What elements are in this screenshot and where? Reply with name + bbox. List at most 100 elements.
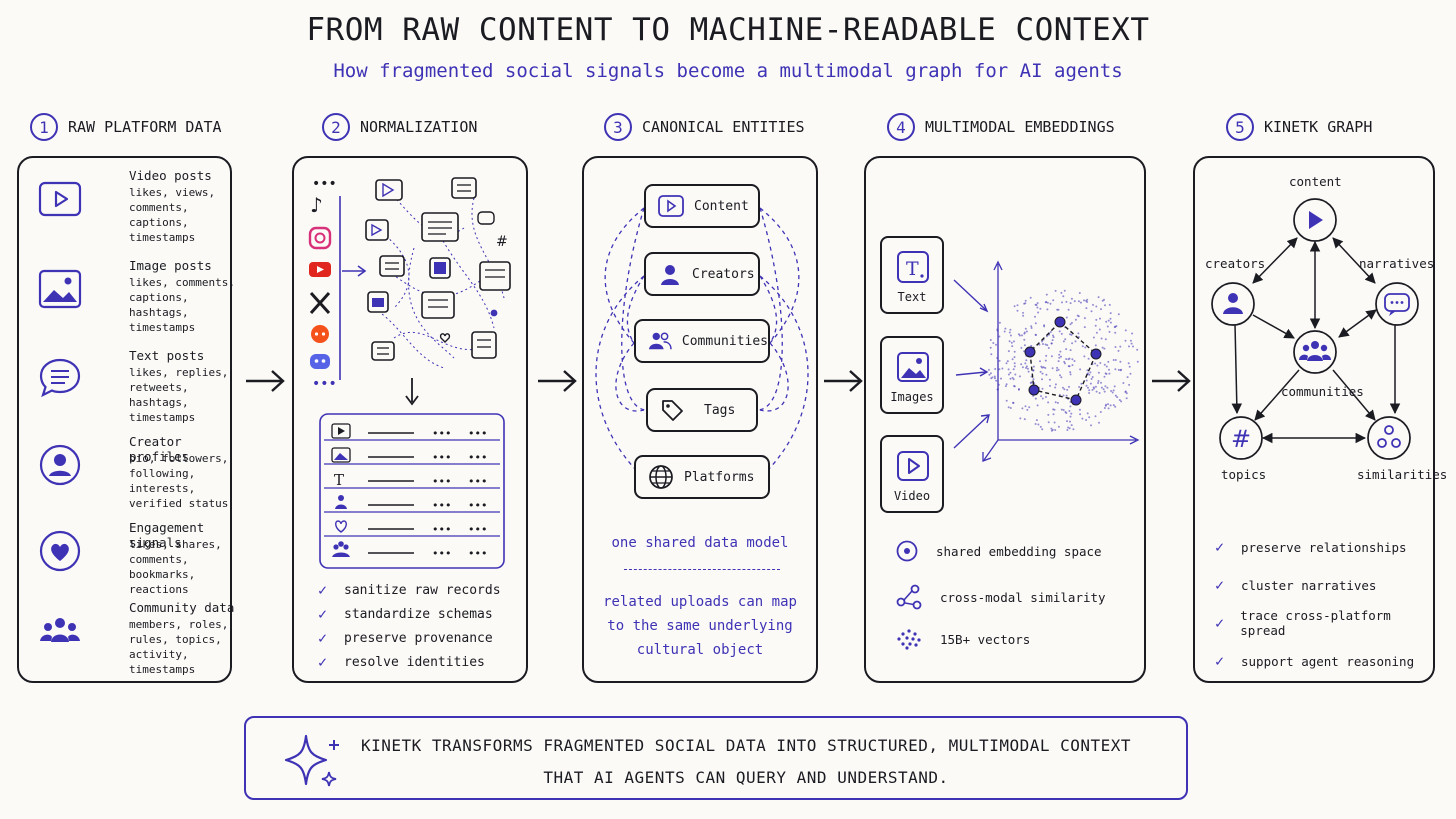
vector-dot xyxy=(1030,381,1033,384)
vector-dot xyxy=(1070,424,1073,427)
vector-dot xyxy=(1099,362,1102,364)
vector-dot xyxy=(1092,336,1095,339)
raw-item-details: likes, comments,captions,hashtags,timest… xyxy=(129,276,235,334)
graph-benefits: ✓preserve relationships ✓cluster narrati… xyxy=(1215,528,1433,680)
vector-dot xyxy=(1041,378,1043,381)
vector-dot xyxy=(1070,333,1073,336)
vector-dot xyxy=(1094,385,1097,388)
vector-dot xyxy=(1120,368,1123,371)
vector-dot xyxy=(1034,322,1037,325)
svg-text:•••: ••• xyxy=(432,499,451,512)
vector-dot xyxy=(1061,301,1063,304)
vector-dot xyxy=(1068,427,1071,430)
summary-text: Kinetk transforms fragmented social data… xyxy=(360,736,1132,787)
vector-dot xyxy=(1109,312,1112,315)
vector-dot xyxy=(1091,388,1094,391)
raw-data-panel: Video posts likes, views,comments,captio… xyxy=(17,156,235,683)
node-label-similarities: similarities xyxy=(1357,467,1448,482)
vector-dot xyxy=(1103,407,1106,409)
vector-dot xyxy=(1060,332,1063,335)
vector-dot xyxy=(989,339,992,341)
vector-dot xyxy=(1128,383,1131,386)
vector-dot xyxy=(1088,373,1091,376)
vector-dot xyxy=(1039,307,1042,310)
raw-item-title: Community data xyxy=(129,600,235,615)
raw-item-details: bio, followers,following,interests,verif… xyxy=(129,452,229,510)
graph-panel: # content creators narratives communitie… xyxy=(1193,156,1447,683)
vector-dot xyxy=(1101,346,1104,349)
vector-dot xyxy=(1032,365,1035,368)
vector-dot xyxy=(1045,335,1048,338)
user-icon xyxy=(39,444,81,486)
shared-model-note: one shared data model xyxy=(611,535,789,551)
vector-dot xyxy=(1113,385,1116,388)
instagram-icon xyxy=(308,226,332,250)
entities-panel: Content Creators Communities Tags Platfo… xyxy=(582,156,818,683)
stage-title: Canonical Entities xyxy=(642,118,805,136)
stage-2-heading: 2 Normalization xyxy=(322,112,477,142)
youtube-icon xyxy=(309,262,331,277)
vector-dot xyxy=(1044,343,1047,346)
vector-dot xyxy=(1050,429,1053,432)
vector-dot xyxy=(1106,325,1109,328)
vector-dot xyxy=(1036,302,1039,305)
vector-dot xyxy=(1012,402,1015,404)
vector-dot xyxy=(1034,303,1037,306)
vector-dot xyxy=(1100,308,1102,311)
vector-dot xyxy=(1041,387,1044,390)
vector-dot xyxy=(1119,360,1122,363)
vector-dot xyxy=(1007,350,1010,353)
vector-dot xyxy=(1087,386,1089,389)
vector-dot xyxy=(1109,404,1112,407)
vector-dot xyxy=(1089,382,1092,385)
vector-dot xyxy=(998,368,1001,371)
vector-dot xyxy=(1050,355,1053,358)
vector-dot xyxy=(1032,369,1035,372)
vector-dot xyxy=(1056,401,1059,404)
vector-dot xyxy=(989,372,992,375)
vector-dot xyxy=(987,368,990,371)
vector-dot xyxy=(1009,377,1012,380)
vector-dot xyxy=(1025,366,1027,369)
vector-dot xyxy=(1018,388,1020,390)
vector-dot xyxy=(1041,340,1044,343)
vector-dot xyxy=(1108,303,1111,306)
check-icon: ✓ xyxy=(1215,614,1225,632)
vector-dot xyxy=(1117,313,1120,316)
flow-arrow xyxy=(246,370,285,392)
vector-dot xyxy=(1021,334,1023,337)
vector-dot xyxy=(1136,348,1139,351)
vector-dot xyxy=(1060,355,1062,358)
vector-dot xyxy=(1010,341,1013,344)
vector-dot xyxy=(1023,418,1026,421)
vector-dot xyxy=(1039,370,1042,373)
vector-dot xyxy=(1008,340,1011,343)
vector-dot xyxy=(1066,429,1069,431)
chat-icon xyxy=(39,358,81,398)
vector-dot xyxy=(1024,299,1027,302)
vector-dot xyxy=(1012,378,1015,381)
vector-dot xyxy=(1026,367,1029,370)
vector-dot xyxy=(1076,314,1079,317)
vector-dot xyxy=(1062,295,1065,298)
vector-dot xyxy=(1069,323,1072,326)
raw-item-text: Text posts likes, replies,retweets,hasht… xyxy=(37,348,247,428)
vector-dot xyxy=(1027,370,1030,373)
vector-dot xyxy=(1060,291,1063,294)
image-icon xyxy=(38,269,82,309)
vector-dot xyxy=(1095,318,1098,321)
svg-text:#: # xyxy=(496,234,508,250)
vector-dot xyxy=(1069,415,1072,418)
vector-dot xyxy=(1036,306,1039,309)
svg-text:•••: ••• xyxy=(468,499,487,512)
vector-dot xyxy=(1106,386,1109,389)
vector-dot xyxy=(1087,372,1089,375)
vector-dot xyxy=(1114,394,1117,397)
stage-number: 4 xyxy=(887,113,915,141)
vector-dot xyxy=(1013,362,1016,365)
vector-dot xyxy=(1097,382,1100,384)
flow-arrow xyxy=(538,370,577,392)
vector-dot xyxy=(1013,385,1016,388)
entity-communities: Communities xyxy=(634,319,770,363)
svg-text:T: T xyxy=(906,258,919,280)
